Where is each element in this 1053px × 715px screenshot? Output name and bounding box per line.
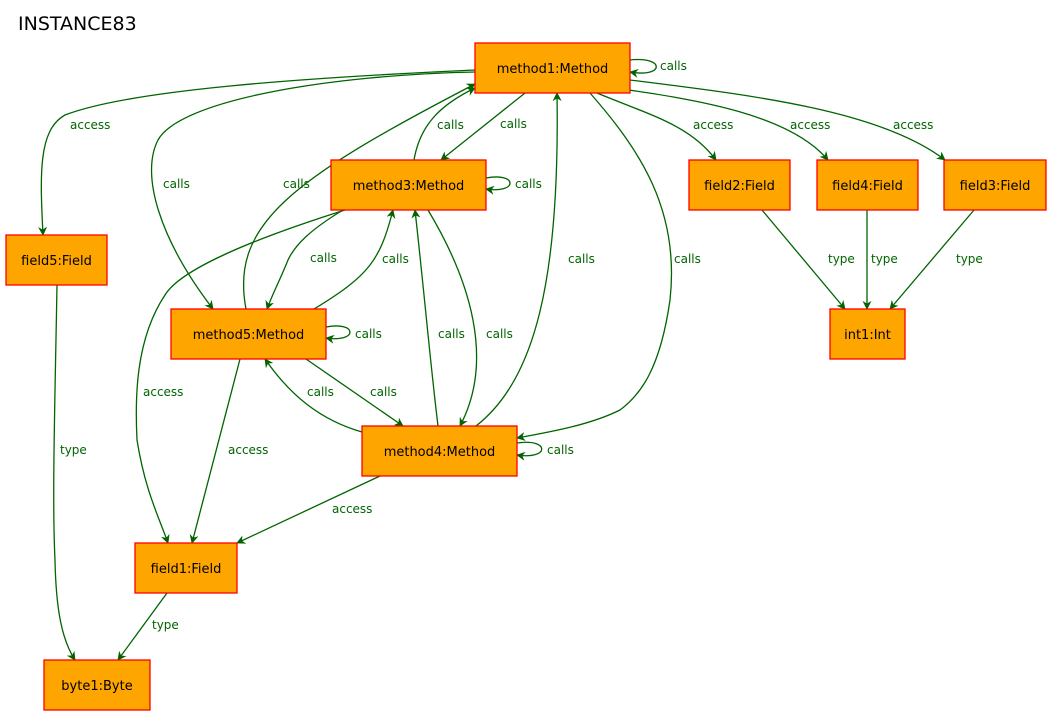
node-int1: int1:Int bbox=[829, 308, 906, 360]
edges-layer: calls access calls calls access access access c… bbox=[38, 58, 983, 661]
edge-label-method4-to-field1: access bbox=[332, 502, 372, 516]
node-method1: method1:Method bbox=[474, 42, 631, 94]
edge-method3-to-method1 bbox=[413, 87, 476, 161]
edge-label-field3-to-int1: type bbox=[956, 252, 983, 266]
node-label-field5: field5:Field bbox=[21, 254, 92, 269]
edge-method4-to-field1 bbox=[236, 475, 381, 544]
edge-method4-to-method5 bbox=[264, 358, 363, 433]
edge-method4-to-method3 bbox=[411, 209, 439, 427]
node-label-method5: method5:Method bbox=[193, 328, 305, 343]
node-byte1: byte1:Byte bbox=[43, 659, 151, 711]
edge-label-method1-to-method5: calls bbox=[163, 177, 190, 191]
node-label-method4: method4:Method bbox=[384, 445, 496, 460]
node-field1: field1:Field bbox=[134, 542, 238, 594]
edge-label-method1-to-method4: calls bbox=[674, 252, 701, 266]
node-label-byte1: byte1:Byte bbox=[61, 679, 132, 694]
node-box-method5 bbox=[170, 308, 327, 360]
node-method4: method4:Method bbox=[361, 425, 518, 477]
node-label-field1: field1:Field bbox=[151, 562, 222, 577]
edge-method3-to-method3 bbox=[485, 176, 511, 195]
nodes-layer: method1:Method method3:Method method5:Meth… bbox=[5, 42, 1047, 711]
edge-method1-to-method5 bbox=[150, 71, 476, 310]
edge-label-method5-to-field1: access bbox=[228, 443, 268, 457]
node-box-field1 bbox=[134, 542, 238, 594]
edge-method1-to-method4 bbox=[516, 92, 673, 441]
edge-method4-to-method4 bbox=[516, 441, 543, 461]
edge-label-method3-to-field1: access bbox=[143, 385, 183, 399]
edge-label-method5-to-method3: calls bbox=[382, 252, 409, 266]
edge-label-method1-to-field4: access bbox=[790, 118, 830, 132]
node-box-method4 bbox=[361, 425, 518, 477]
edge-label-method5-to-method4: calls bbox=[370, 385, 397, 399]
edge-method5-to-field1 bbox=[189, 358, 241, 544]
edge-label-field2-to-int1: type bbox=[828, 252, 855, 266]
node-field3: field3:Field bbox=[943, 159, 1047, 211]
edge-method5-to-method1 bbox=[242, 83, 476, 310]
node-method5: method5:Method bbox=[170, 308, 327, 360]
edge-method5-to-method5 bbox=[325, 325, 351, 344]
node-box-byte1 bbox=[43, 659, 151, 711]
edge-label-method1-to-method1: calls bbox=[660, 59, 687, 73]
node-box-field3 bbox=[943, 159, 1047, 211]
node-label-method3: method3:Method bbox=[353, 179, 465, 194]
edge-method1-to-method1 bbox=[629, 58, 657, 78]
edge-label-method1-to-field3: access bbox=[893, 118, 933, 132]
edge-method4-to-method1 bbox=[475, 92, 562, 427]
edge-field5-to-byte1 bbox=[53, 284, 76, 661]
node-label-field2: field2:Field bbox=[704, 179, 775, 194]
node-box-field2 bbox=[688, 159, 791, 211]
edge-label-method4-to-method3: calls bbox=[438, 327, 465, 341]
diagram-title: INSTANCE83 bbox=[18, 13, 137, 35]
edge-method1-to-field2 bbox=[596, 92, 717, 161]
edge-method1-to-field5 bbox=[38, 69, 476, 236]
edge-label-field4-to-int1: type bbox=[871, 252, 898, 266]
edge-label-method1-to-field2: access bbox=[693, 118, 733, 132]
edge-label-method4-to-method1: calls bbox=[568, 252, 595, 266]
node-box-field5 bbox=[5, 234, 108, 286]
edge-label-method4-to-method4: calls bbox=[547, 443, 574, 457]
edge-method5-to-method4 bbox=[305, 358, 404, 427]
edge-method5-to-method3 bbox=[313, 209, 396, 310]
node-field4: field4:Field bbox=[816, 159, 919, 211]
edge-label-field5-to-byte1: type bbox=[60, 443, 87, 457]
edge-label-method1-to-method3: calls bbox=[500, 117, 527, 131]
edge-field3-to-int1 bbox=[889, 209, 975, 310]
node-field2: field2:Field bbox=[688, 159, 791, 211]
node-field5: field5:Field bbox=[5, 234, 108, 286]
node-method3: method3:Method bbox=[330, 159, 487, 211]
edge-label-method3-to-method1: calls bbox=[437, 118, 464, 132]
edge-label-method3-to-method5: calls bbox=[310, 251, 337, 265]
edge-method3-to-method4 bbox=[427, 209, 478, 427]
edge-method3-to-field1 bbox=[135, 209, 346, 544]
node-label-field4: field4:Field bbox=[832, 179, 903, 194]
node-label-int1: int1:Int bbox=[844, 328, 891, 343]
edge-label-method5-to-method1: calls bbox=[283, 177, 310, 191]
node-box-method1 bbox=[474, 42, 631, 94]
edge-label-method1-to-field5: access bbox=[70, 118, 110, 132]
edge-label-method3-to-method3: calls bbox=[515, 177, 542, 191]
edge-method1-to-field3 bbox=[629, 79, 946, 161]
edge-method3-to-method5 bbox=[265, 209, 344, 310]
edge-method1-to-field4 bbox=[614, 87, 829, 161]
edge-label-method3-to-method4: calls bbox=[486, 327, 513, 341]
edge-field1-to-byte1 bbox=[117, 592, 168, 661]
node-box-method3 bbox=[330, 159, 487, 211]
edge-field2-to-int1 bbox=[761, 209, 846, 310]
node-label-field3: field3:Field bbox=[960, 179, 1031, 194]
edge-label-method4-to-method5: calls bbox=[307, 385, 334, 399]
node-box-field4 bbox=[816, 159, 919, 211]
node-label-method1: method1:Method bbox=[497, 62, 609, 77]
edge-label-field1-to-byte1: type bbox=[152, 618, 179, 632]
node-box-int1 bbox=[829, 308, 906, 360]
edge-method1-to-method3 bbox=[440, 92, 526, 161]
edge-label-method5-to-method5: calls bbox=[355, 327, 382, 341]
